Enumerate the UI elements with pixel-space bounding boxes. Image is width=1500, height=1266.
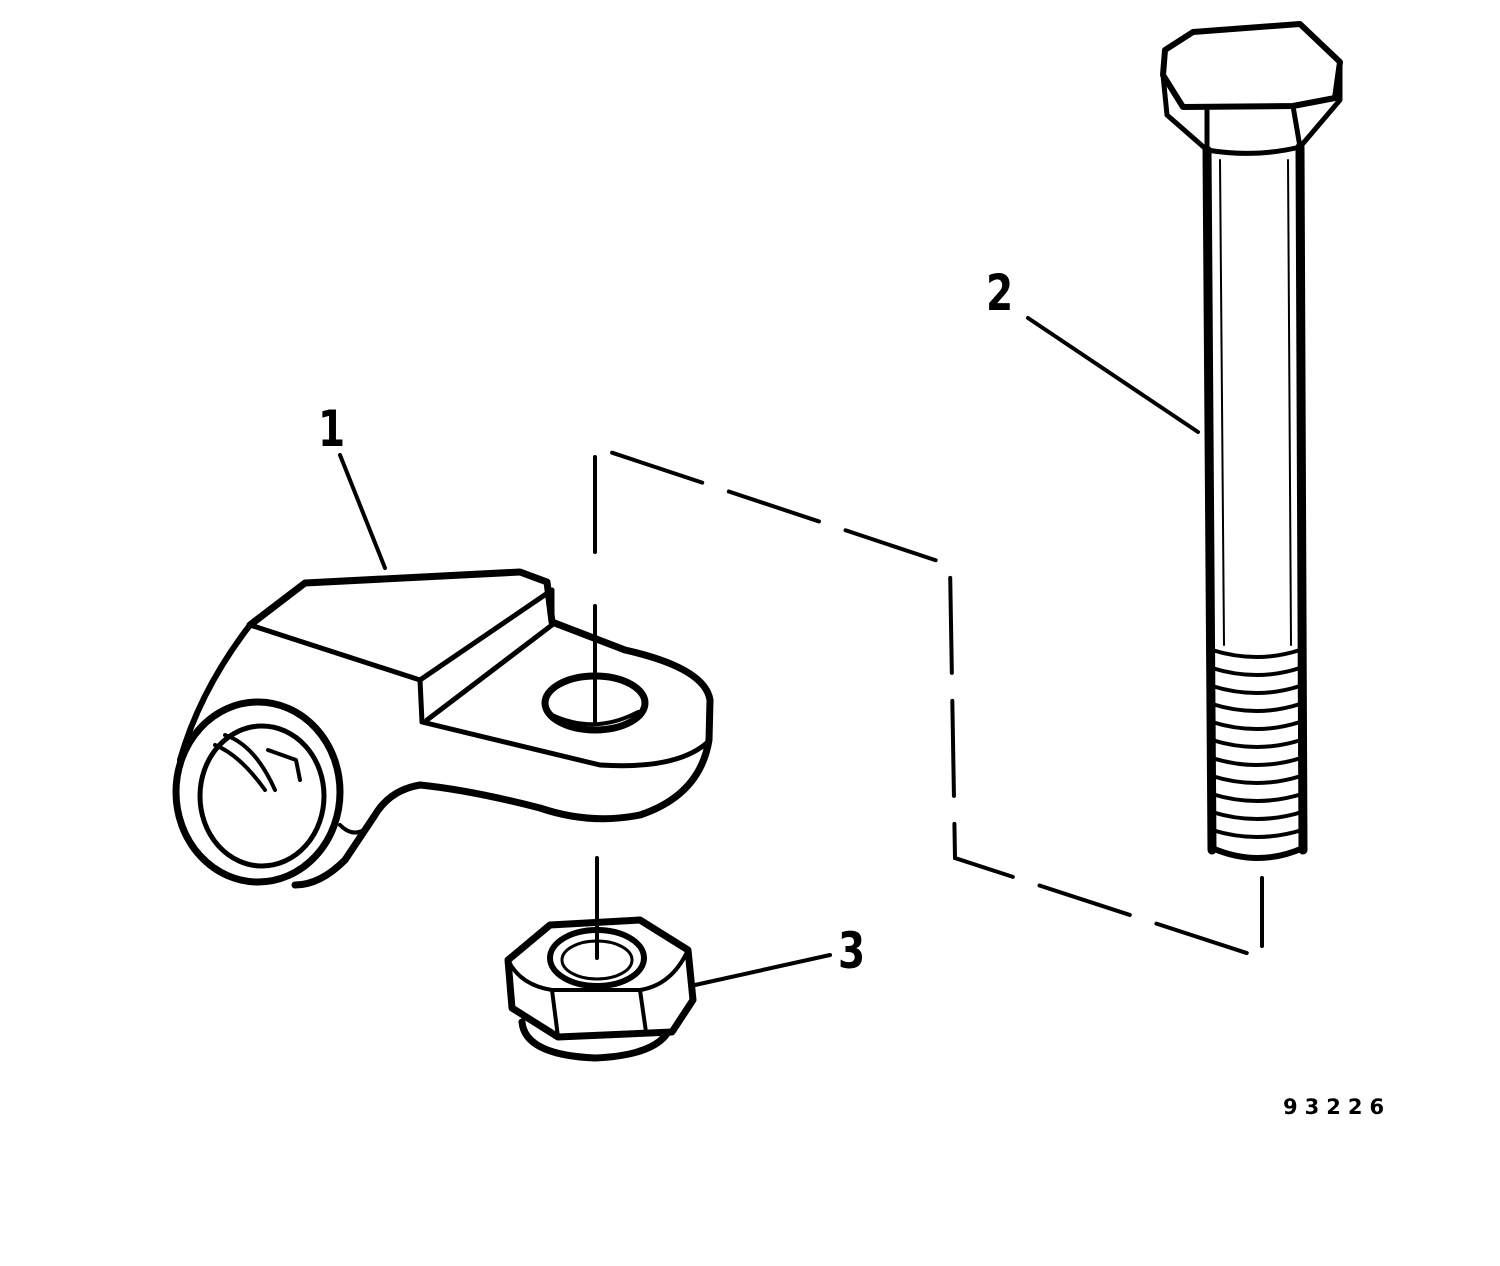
dashed-assembly-path xyxy=(593,444,1264,961)
figure-number: 93226 xyxy=(1283,1095,1392,1119)
bracket-slot xyxy=(213,733,372,835)
bolt-threads xyxy=(1210,648,1304,839)
bolt-head-top xyxy=(1160,21,1343,110)
bracket-step xyxy=(247,587,713,769)
nut-facets xyxy=(506,948,690,1039)
leader-1 xyxy=(338,453,387,570)
bolt-shank xyxy=(1202,142,1308,855)
bracket-ring-inner xyxy=(197,723,327,869)
leader-3 xyxy=(693,953,832,987)
bolt-tip xyxy=(1209,845,1306,861)
assembly-lines xyxy=(593,444,1264,961)
lock-nut xyxy=(504,916,697,1062)
leader-2 xyxy=(1026,316,1200,434)
nut-collar xyxy=(518,1018,676,1062)
callout-part-2: 2 xyxy=(986,264,1014,322)
callout-part-1: 1 xyxy=(318,400,346,458)
leader-lines xyxy=(338,316,1200,987)
bolt-shank-highlight xyxy=(1219,159,1292,646)
bolt-head-sides xyxy=(1160,59,1343,156)
callout-part-3: 3 xyxy=(838,922,866,980)
hex-bolt xyxy=(1160,21,1343,861)
bracket-ring-body xyxy=(177,622,253,763)
clamp-bracket xyxy=(172,568,714,889)
